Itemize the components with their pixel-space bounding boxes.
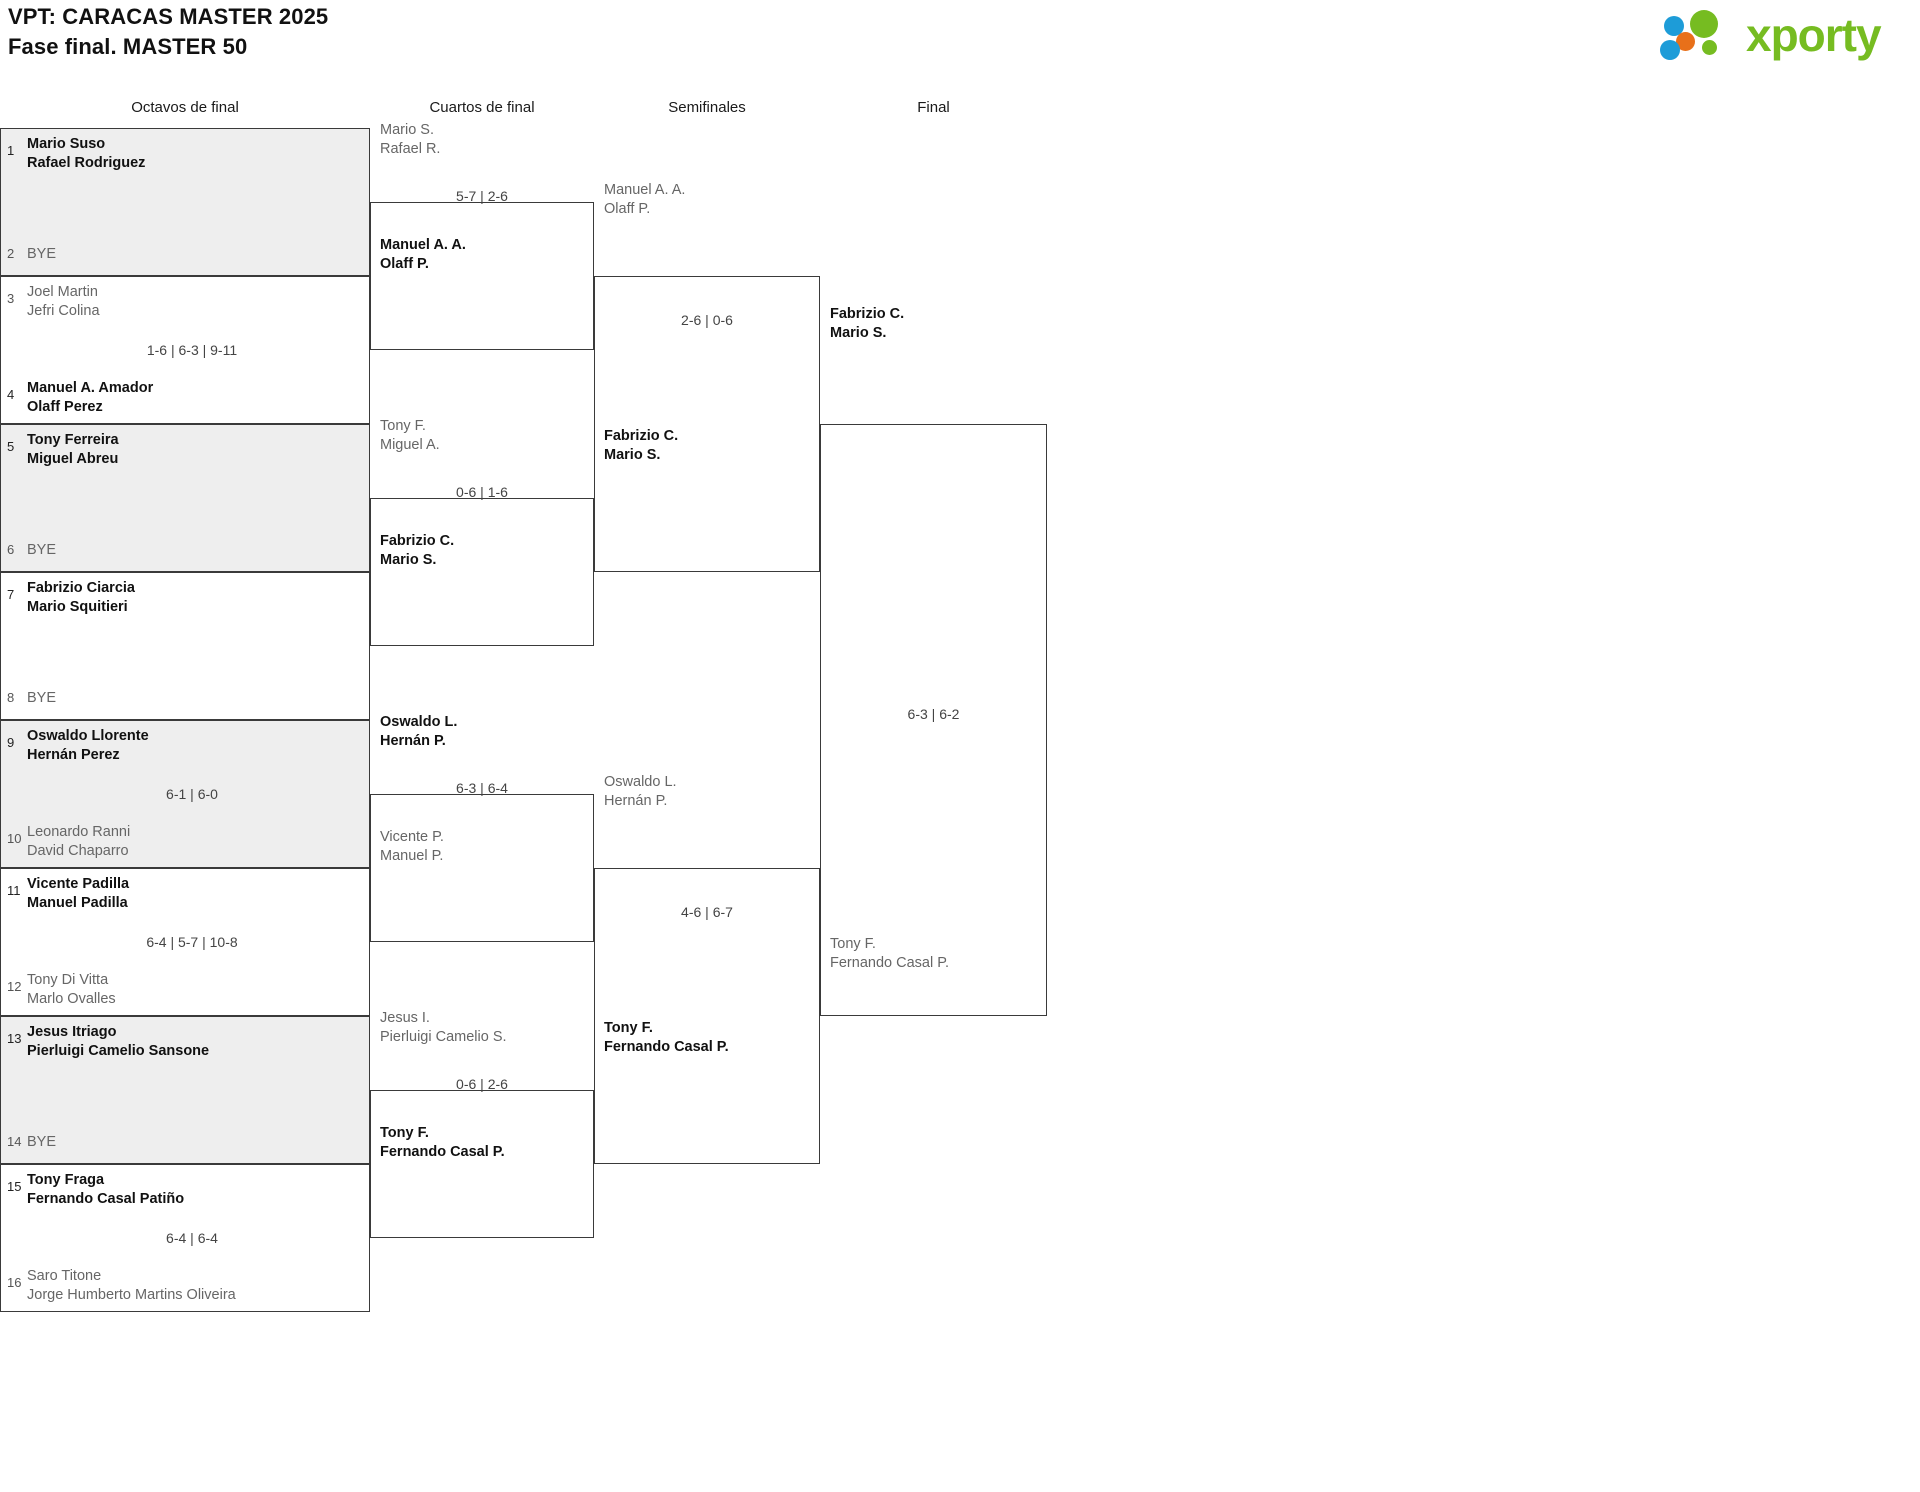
r2-match-box-4[interactable] [370,1090,594,1238]
page-subtitle: Fase final. MASTER 50 [8,34,248,59]
match-score: 6-3 | 6-2 [907,706,960,722]
seed-number: 16 [7,1275,22,1290]
match-score: 6-4 | 6-4 [166,1230,218,1246]
seed-number: 8 [7,690,15,705]
team-name-r2m2-bottom: Fabrizio C.Mario S. [380,533,455,568]
r2-match-box-2[interactable] [370,498,594,646]
seed-number: 15 [7,1179,22,1194]
round-header-final: Final [917,99,950,116]
bye-label: BYE [27,542,57,558]
seed-number: 9 [7,735,15,750]
team-name-final-top: Fabrizio C.Mario S. [830,306,905,341]
round-header-cuartos: Cuartos de final [429,99,535,116]
team-name-r2m4-top: Jesus I.Pierluigi Camelio S. [380,1010,507,1045]
team-name-r3m2-bottom: Tony F.Fernando Casal P. [604,1020,729,1055]
bye-label: BYE [27,690,57,706]
seed-number: 11 [7,883,21,898]
r3-match-box-1[interactable] [594,276,820,572]
seed-number: 10 [7,831,22,846]
page-title: VPT: CARACAS MASTER 2025 [8,4,329,29]
seed-number: 12 [7,979,22,994]
bye-label: BYE [27,1134,57,1150]
r2-match-box-3[interactable] [370,794,594,942]
team-name-final-bottom: Tony F.Fernando Casal P. [830,936,950,971]
logo-dot-blue-small [1664,16,1684,36]
team-name-r2m3-top: Oswaldo L.Hernán P. [380,714,458,749]
match-score: 0-6 | 1-6 [456,484,508,500]
round-header-semifinales: Semifinales [668,99,746,116]
logo-dot-green-small [1702,40,1717,55]
seed-number: 1 [7,143,15,158]
xporty-logo: xporty [1658,6,1908,64]
bye-label: BYE [27,246,57,262]
match-score: 1-6 | 6-3 | 9-11 [146,342,238,358]
logo-dot-blue-large [1660,40,1680,60]
match-score: 0-6 | 2-6 [456,1076,508,1092]
match-score: 6-4 | 5-7 | 10-8 [146,934,238,950]
seed-number: 5 [7,439,15,454]
match-score: 2-6 | 0-6 [681,312,733,328]
team-name-r2m2-top: Tony F.Miguel A. [380,418,440,453]
logo-dot-green-large [1690,10,1718,38]
team-name-r2m4-bottom: Tony F.Fernando Casal P. [380,1125,505,1160]
r2-match-box-1[interactable] [370,202,594,350]
team-name-r3m1-bottom: Fabrizio C.Mario S. [604,428,679,463]
match-score: 6-3 | 6-4 [456,780,508,796]
team-name-r2m1-top: Mario S.Rafael R. [380,122,441,157]
match-score: 6-1 | 6-0 [166,786,218,802]
r3-match-box-2[interactable] [594,868,820,1164]
team-name-r2m1-bottom: Manuel A. A.Olaff P. [380,237,466,272]
seed-number: 2 [7,246,15,261]
team-name-r3m2-top: Oswaldo L.Hernán P. [604,774,677,809]
team-name-r3m1-top: Manuel A. A.Olaff P. [604,182,686,217]
seed-number: 7 [7,587,15,602]
match-score: 5-7 | 2-6 [456,188,508,204]
final-match-box[interactable] [820,424,1047,1016]
match-score: 4-6 | 6-7 [681,904,733,920]
seed-number: 4 [7,387,15,402]
round-header-octavos: Octavos de final [131,99,239,116]
team-name-r2m3-bottom: Vicente P.Manuel P. [380,829,444,864]
seed-number: 6 [7,542,15,557]
seed-number: 14 [7,1134,22,1149]
seed-number: 13 [7,1031,22,1046]
seed-number: 3 [7,291,15,306]
logo-wordmark: xporty [1746,9,1882,61]
logo-dot-orange [1676,32,1695,51]
